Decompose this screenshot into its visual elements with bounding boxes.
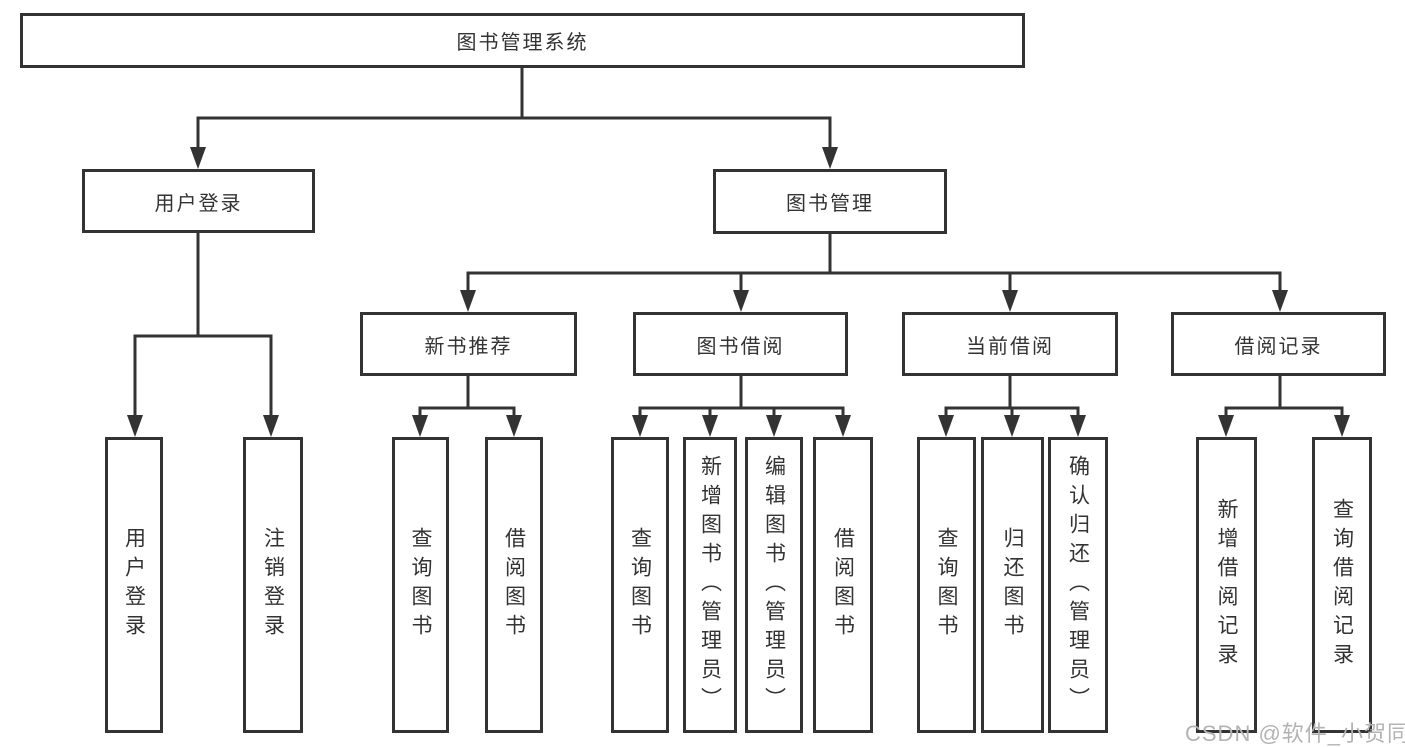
node-current-borrow-label: 当前借阅 [966, 335, 1054, 358]
arrowhead-icon [1002, 290, 1018, 312]
leaf-borrow-book-2: 借阅图书 [813, 437, 873, 733]
leaf-edit-book-admin: 编辑图书（管理员） [745, 437, 803, 733]
edge-book-mgmt-to-level3 [466, 234, 1282, 293]
leaf-add-book-admin: 新增图书（管理员） [683, 437, 737, 733]
leaf-add-borrow-record-label: 新增借阅记录 [1215, 498, 1238, 672]
arrowhead-icon [190, 147, 206, 169]
leaf-return-book: 归还图书 [981, 437, 1044, 733]
leaf-borrow-book-2-label: 借阅图书 [831, 527, 855, 643]
node-book-management-label: 图书管理 [786, 193, 874, 215]
arrowhead-icon [632, 415, 648, 437]
leaf-edit-book-admin-label: 编辑图书（管理员） [762, 454, 786, 716]
arrowhead-icon [1070, 415, 1086, 437]
node-borrow-records: 借阅记录 [1171, 312, 1386, 376]
edge-new-book-to-leaves [418, 376, 516, 418]
arrowhead-icon [412, 415, 428, 437]
node-root: 图书管理系统 [20, 13, 1025, 68]
edge-book-borrow-to-leaves [638, 376, 845, 418]
leaf-logout-label: 注销登录 [261, 527, 285, 643]
arrowhead-icon [506, 415, 522, 437]
arrowhead-icon [460, 290, 476, 312]
leaf-query-book-3: 查询图书 [917, 437, 976, 733]
leaf-user-login-label: 用户登录 [122, 527, 146, 643]
leaf-query-book-2: 查询图书 [611, 437, 669, 733]
leaf-borrow-book-1: 借阅图书 [485, 437, 543, 733]
arrowhead-icon [1272, 290, 1288, 312]
node-user-login: 用户登录 [82, 169, 315, 233]
leaf-add-book-admin-label: 新增图书（管理员） [698, 454, 722, 716]
node-new-book-recommend-label: 新书推荐 [424, 335, 513, 358]
arrowhead-icon [938, 415, 954, 437]
leaf-return-book-label: 归还图书 [1001, 527, 1024, 643]
arrowhead-icon [766, 415, 782, 437]
leaf-add-borrow-record: 新增借阅记录 [1196, 437, 1257, 733]
edge-root-to-level2 [196, 68, 832, 150]
leaf-confirm-return-admin: 确认归还（管理员） [1048, 437, 1108, 733]
csdn-watermark: CSDN @软件_小贺同学 [1185, 721, 1405, 746]
arrowhead-icon [1218, 415, 1234, 437]
node-current-borrow: 当前借阅 [902, 312, 1118, 376]
node-root-label: 图书管理系统 [456, 32, 589, 54]
leaf-query-borrow-record-label: 查询借阅记录 [1330, 498, 1354, 672]
edge-borrow-records-to-leaves [1224, 376, 1344, 418]
node-borrow-records-label: 借阅记录 [1234, 335, 1323, 358]
arrowhead-icon [1004, 415, 1020, 437]
arrowhead-icon [263, 415, 279, 437]
arrowhead-icon [702, 415, 718, 437]
leaf-confirm-return-admin-label: 确认归还（管理员） [1066, 454, 1090, 716]
leaf-query-book-3-label: 查询图书 [935, 527, 958, 643]
node-book-borrow: 图书借阅 [633, 312, 848, 376]
arrowhead-icon [835, 415, 851, 437]
edge-current-borrow-to-leaves [944, 376, 1080, 418]
leaf-borrow-book-1-label: 借阅图书 [502, 527, 526, 643]
arrowhead-icon [1334, 415, 1350, 437]
leaf-query-book-1-label: 查询图书 [409, 527, 432, 643]
arrowhead-icon [733, 290, 749, 312]
arrowhead-icon [127, 415, 143, 437]
leaf-logout: 注销登录 [243, 437, 303, 733]
arrowhead-icon [822, 147, 838, 169]
leaf-query-book-1: 查询图书 [392, 437, 449, 733]
leaf-user-login: 用户登录 [105, 437, 163, 733]
leaf-query-book-2-label: 查询图书 [628, 527, 652, 643]
node-new-book-recommend: 新书推荐 [360, 312, 577, 376]
leaf-query-borrow-record: 查询借阅记录 [1312, 437, 1372, 733]
node-book-borrow-label: 图书借阅 [696, 335, 785, 358]
node-user-login-label: 用户登录 [154, 192, 243, 215]
node-book-management: 图书管理 [713, 169, 947, 234]
edge-user-login-to-leaves [133, 233, 273, 418]
